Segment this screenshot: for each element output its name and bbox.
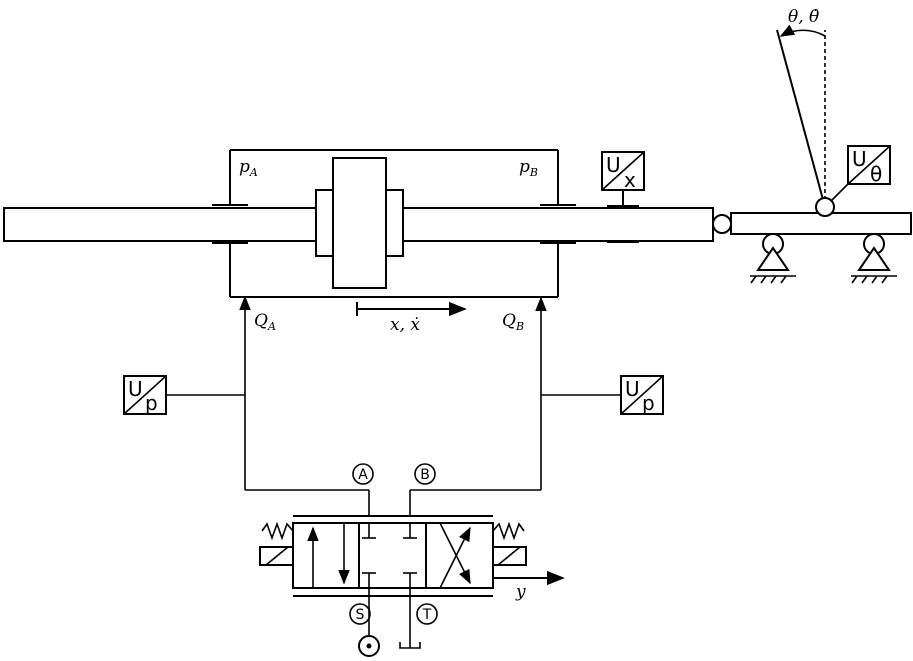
port-s-label: S xyxy=(356,607,365,623)
displacement-sensor: U x xyxy=(601,151,645,243)
pressure-source xyxy=(358,588,380,657)
cart xyxy=(730,212,912,284)
flow-a-label: QA xyxy=(254,311,276,333)
pressure-sensor-right-top: U xyxy=(625,377,640,401)
tank xyxy=(399,588,421,649)
angle-sensor: U θ xyxy=(830,145,891,202)
flow-b-label: QB xyxy=(502,311,524,333)
pressure-sensor-left: U p xyxy=(123,375,167,415)
port-t-label: T xyxy=(422,607,432,623)
wheel-right xyxy=(851,233,897,284)
valve-position-label: y xyxy=(515,582,526,602)
port-a-label: A xyxy=(358,467,368,483)
port-b-label: B xyxy=(420,467,430,483)
pressure-sensor-right: U p xyxy=(620,375,664,415)
angle-label: θ, θ̇ xyxy=(788,7,819,27)
displacement-sensor-bottom: x xyxy=(624,168,636,192)
pendulum xyxy=(776,24,835,217)
piston xyxy=(315,157,404,289)
position-arrow xyxy=(356,301,467,317)
displacement-sensor-top: U xyxy=(606,153,621,177)
pressure-sensor-left-bottom: p xyxy=(145,391,158,415)
hydraulic-lines xyxy=(166,295,621,516)
pressure-sensor-left-top: U xyxy=(128,377,143,401)
position-label: x, ẋ xyxy=(390,315,420,335)
hydraulic-cylinder xyxy=(212,149,576,298)
angle-sensor-bottom: θ xyxy=(870,162,882,186)
angle-sensor-top: U xyxy=(852,147,867,171)
pressure-sensor-right-bottom: p xyxy=(642,391,655,415)
pressure-b-label: pB xyxy=(519,157,538,179)
rod-joint xyxy=(712,214,732,234)
port-markers: A B S T xyxy=(349,463,438,625)
wheel-left xyxy=(750,233,796,284)
directional-valve xyxy=(259,515,527,597)
pressure-a-label: pA xyxy=(239,157,258,179)
